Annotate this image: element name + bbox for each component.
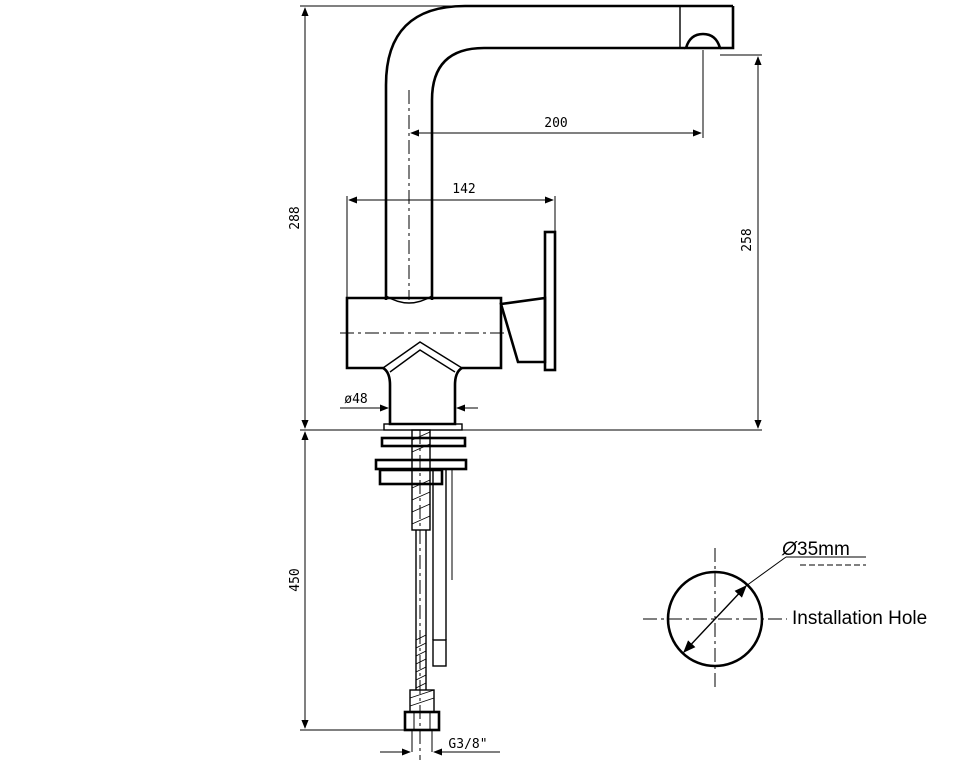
rod-hatching <box>411 431 431 525</box>
dim-142-text: 142 <box>452 182 475 197</box>
mounting-hardware <box>374 429 468 752</box>
center-lines <box>340 90 505 760</box>
dim-450-text: 450 <box>288 568 303 591</box>
dim-288-text: 288 <box>288 206 303 229</box>
hose-fitting-right <box>432 639 447 667</box>
dim-258-text: 258 <box>740 228 755 251</box>
lever-handle <box>543 230 557 372</box>
dimension-lines <box>300 5 762 756</box>
aerator-icon <box>684 32 722 50</box>
hose-connector <box>409 689 435 713</box>
hex-fitting <box>403 710 441 732</box>
body-inner-cone-shade <box>389 349 456 373</box>
washer-mid <box>374 458 468 471</box>
hole-diameter-symbol: Ø <box>781 539 798 560</box>
washer-top <box>380 436 467 448</box>
hole-diameter-arrow <box>683 585 747 653</box>
installation-hole-label: Installation Hole <box>792 608 927 629</box>
dim-200-text: 200 <box>544 116 567 131</box>
lever-connector <box>499 296 547 364</box>
faucet-outline <box>345 4 735 431</box>
hose-hatching <box>415 634 427 689</box>
installation-hole-callout: Ø 35mm Installation Hole <box>643 539 927 690</box>
body-inner-cone <box>382 341 463 369</box>
spout-outer-line <box>384 4 733 300</box>
dim-48-text: ø48 <box>344 392 367 407</box>
hole-diameter-text: 35mm <box>797 539 850 560</box>
spout-inner-line <box>430 46 685 300</box>
faucet-body <box>345 296 503 426</box>
dim-thread-text: G3/8" <box>448 737 487 752</box>
spout-end <box>720 6 735 50</box>
nut-lower <box>378 468 444 486</box>
